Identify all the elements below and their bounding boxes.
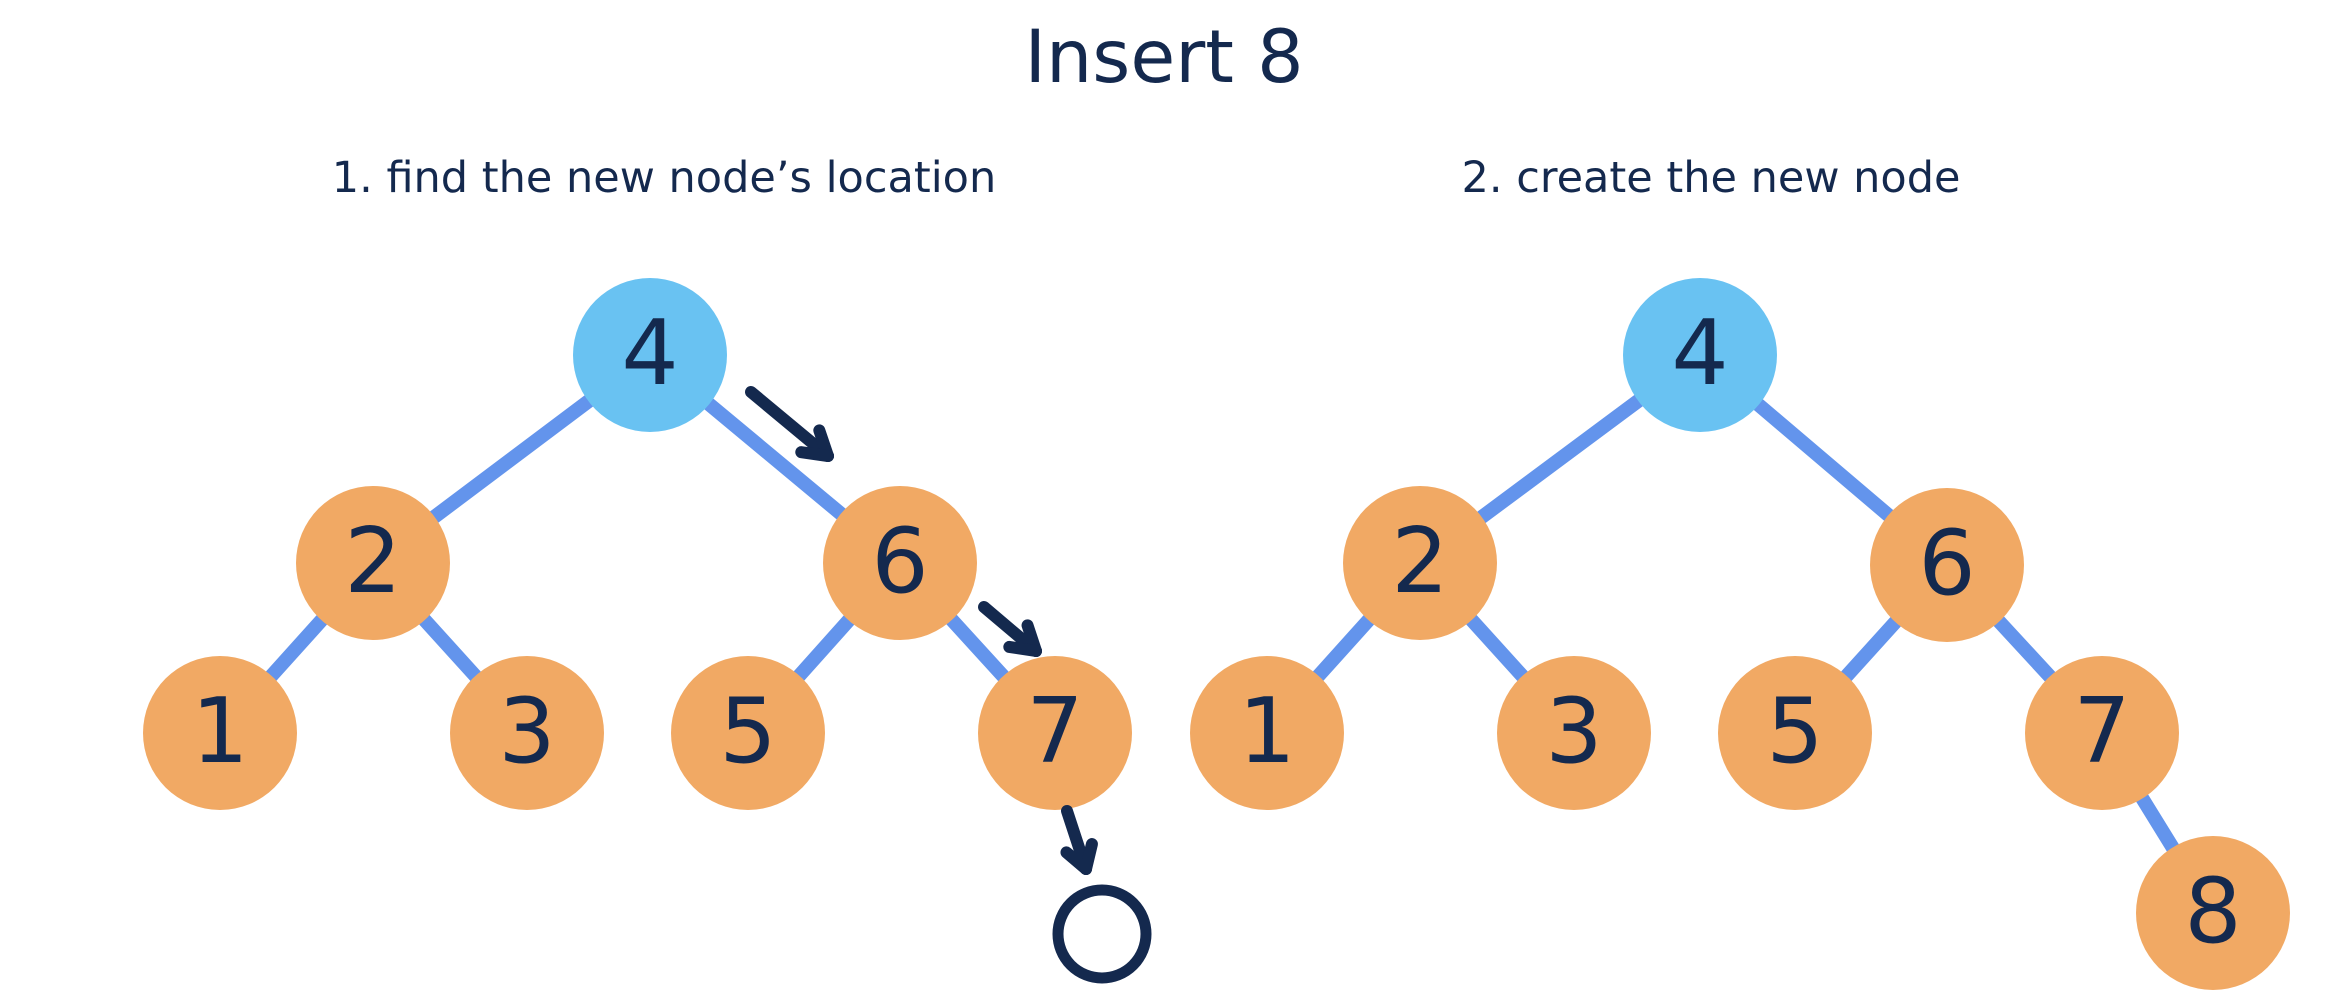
node-circle xyxy=(2025,656,2179,810)
tree1-traversal-arrow-2 xyxy=(978,601,1042,657)
tree1-node-5: 5 xyxy=(671,656,825,810)
node-label: 7 xyxy=(2073,679,2130,784)
tree-step1-find-location: 4 2 6 1 3 5 7 xyxy=(143,278,1152,984)
node-circle xyxy=(1190,656,1344,810)
tree1-node-4: 4 xyxy=(573,278,727,432)
node-circle xyxy=(1870,488,2024,642)
tree1-node-6: 6 xyxy=(823,486,977,640)
tree2-node-8: 8 xyxy=(2136,836,2290,990)
node-circle xyxy=(450,656,604,810)
node-circle xyxy=(1343,486,1497,640)
diagram-title: Insert 8 xyxy=(1024,15,1303,100)
node-label: 5 xyxy=(1766,679,1823,784)
root-node-circle xyxy=(573,278,727,432)
node-circle xyxy=(671,656,825,810)
tree2-node-7: 7 xyxy=(2025,656,2179,810)
node-label: 6 xyxy=(871,509,928,614)
node-circle xyxy=(1718,656,1872,810)
tree1-node-2: 2 xyxy=(296,486,450,640)
tree2-node-5: 5 xyxy=(1718,656,1872,810)
tree1-node-7: 7 xyxy=(978,656,1132,810)
step2-label: 2. create the new node xyxy=(1462,153,1961,203)
node-label: 2 xyxy=(1391,509,1448,614)
node-label: 3 xyxy=(498,679,555,784)
node-label: 3 xyxy=(1545,679,1602,784)
node-circle xyxy=(296,486,450,640)
tree1-traversal-arrow-1 xyxy=(745,386,834,462)
node-circle xyxy=(823,486,977,640)
node-circle xyxy=(2136,836,2290,990)
tree1-node-3: 3 xyxy=(450,656,604,810)
tree1-node-1: 1 xyxy=(143,656,297,810)
node-label: 1 xyxy=(1238,679,1295,784)
node-circle xyxy=(143,656,297,810)
tree2-node-4: 4 xyxy=(1623,278,1777,432)
node-label: 4 xyxy=(621,301,678,406)
tree2-node-1: 1 xyxy=(1190,656,1344,810)
node-label: 7 xyxy=(1026,679,1083,784)
tree2-node-6: 6 xyxy=(1870,488,2024,642)
root-node-circle xyxy=(1623,278,1777,432)
node-label: 6 xyxy=(1918,511,1975,616)
node-circle xyxy=(1497,656,1651,810)
empty-slot-circle xyxy=(1052,884,1152,984)
node-label: 2 xyxy=(344,509,401,614)
tree2-node-3: 3 xyxy=(1497,656,1651,810)
tree-step2-create-node: 4 2 6 1 3 5 78 xyxy=(1190,278,2290,990)
node-label: 4 xyxy=(1671,301,1728,406)
tree2-node-2: 2 xyxy=(1343,486,1497,640)
node-label: 8 xyxy=(2184,859,2241,964)
step1-label: 1. find the new node’s location xyxy=(332,153,996,203)
node-label: 5 xyxy=(719,679,776,784)
node-label: 1 xyxy=(191,679,248,784)
tree1-traversal-arrow-3 xyxy=(1060,805,1098,875)
node-circle xyxy=(978,656,1132,810)
